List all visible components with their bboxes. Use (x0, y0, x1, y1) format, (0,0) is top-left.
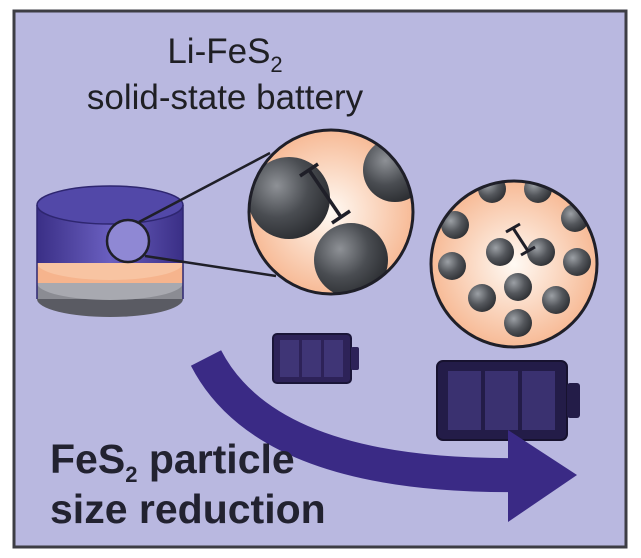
small-particle (527, 238, 555, 266)
diffusion-length-marker-large (299, 162, 351, 225)
small-particle (542, 286, 570, 314)
large-particle (314, 223, 388, 294)
zoom-line-bottom (144, 254, 277, 278)
caption-line2: size reduction (50, 486, 326, 532)
small-particle (486, 238, 514, 266)
small-particle (563, 248, 591, 276)
small-particle (504, 309, 532, 337)
caption-formula: FeS (50, 436, 126, 482)
battery-cell-cylinder (36, 185, 184, 317)
title-description: solid-state battery (86, 78, 364, 117)
diffusion-length-marker-small (505, 222, 536, 257)
caption-formula-subscript: 2 (125, 462, 138, 487)
caption-line1: FeS2 particle (50, 436, 295, 489)
small-particle (438, 252, 466, 280)
small-battery-icon (272, 333, 359, 384)
zoom-marker-circle (105, 218, 151, 264)
large-particle-zoom-circle (247, 128, 415, 296)
small-particle (441, 211, 469, 239)
small-particle (504, 273, 532, 301)
large-battery-icon (436, 360, 580, 441)
title-formula-subscript: 2 (270, 52, 283, 77)
caption-size-reduction: size reduction (50, 486, 326, 532)
diagram-title-line2: solid-state battery (40, 78, 410, 118)
title-formula: Li-FeS (167, 32, 271, 71)
small-particle (468, 284, 496, 312)
size-reduction-arrow (190, 349, 577, 522)
large-particle (249, 157, 330, 239)
diagram-title-line1: Li-FeS2 (40, 32, 410, 77)
caption-particle-word: particle (137, 436, 295, 482)
zoom-line-top (138, 151, 271, 224)
